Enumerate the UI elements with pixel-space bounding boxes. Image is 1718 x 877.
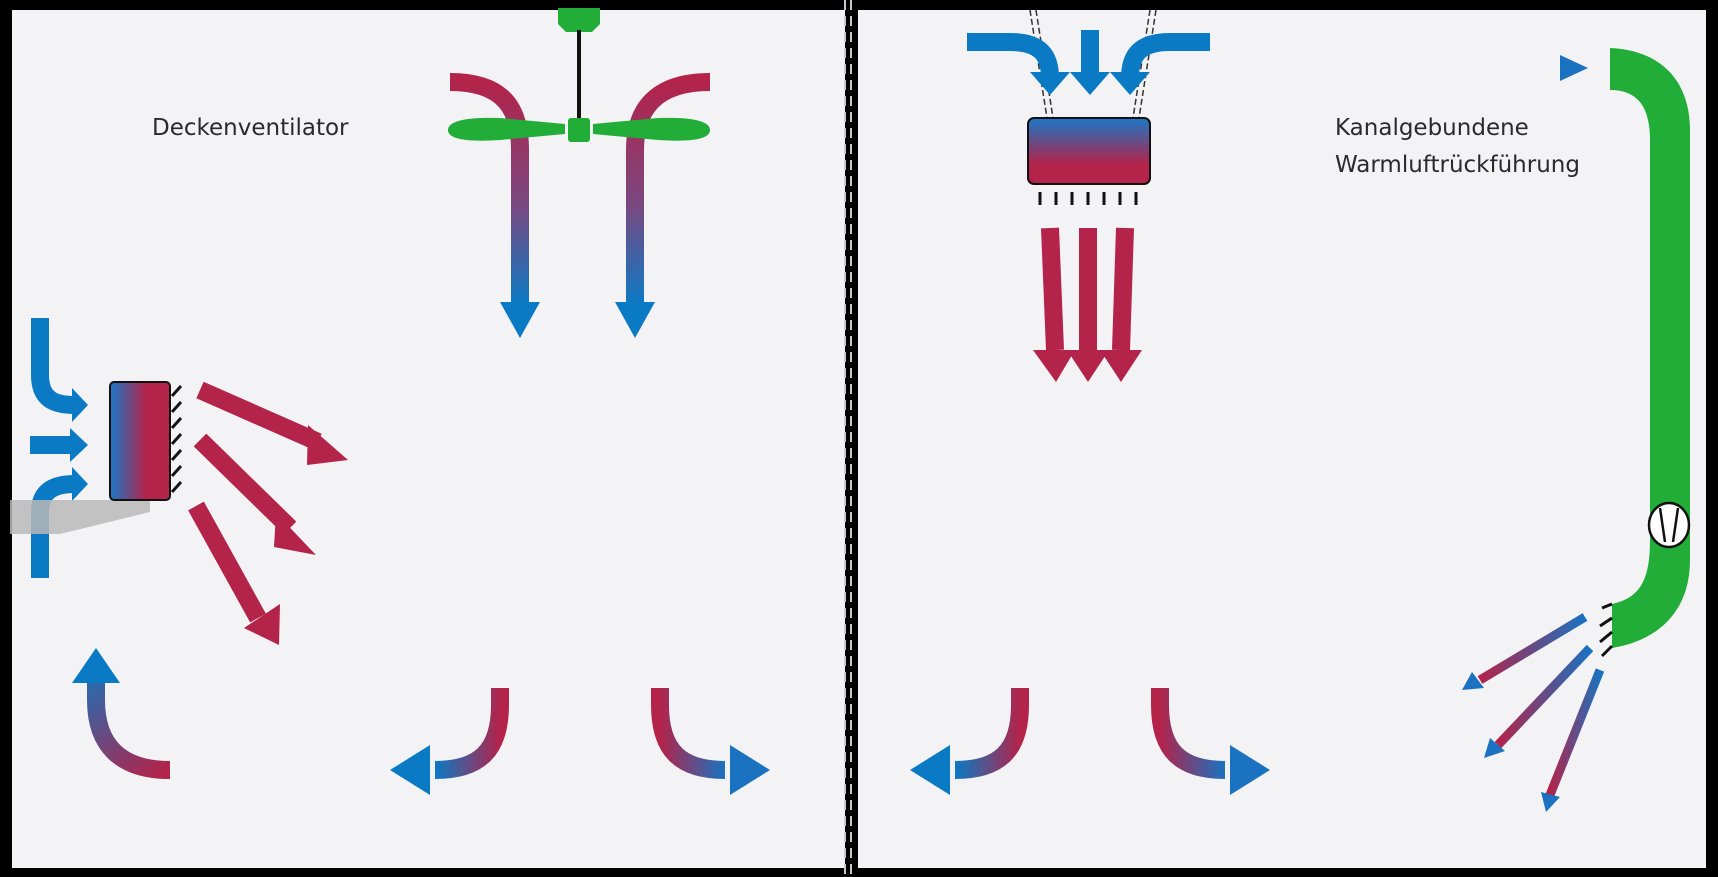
fan-air-right: [626, 73, 711, 305]
duct-outflow-2: [1494, 644, 1594, 749]
ceiling-outflow-1-head: [1033, 350, 1075, 382]
wall-heater-icon: [10, 318, 348, 645]
floor-return-left: [87, 680, 171, 779]
ceiling-inflow-left-head: [1030, 72, 1070, 95]
wall-heater-box: [109, 381, 171, 501]
duct-outflow-1: [1477, 613, 1588, 684]
floor-curl-right-head: [730, 745, 770, 795]
ceiling-outflow-3-head: [1100, 350, 1142, 382]
floor-return-left-head: [72, 648, 120, 683]
fan-air-right-head: [615, 302, 655, 338]
floor-curl-left-2: [954, 688, 1029, 779]
wall-inflow-mid-head: [70, 428, 88, 462]
floor-curl-right-2-head: [1230, 745, 1270, 795]
wall-outflow-2: [193, 433, 297, 535]
ceiling-heater-louvers: [1038, 192, 1138, 205]
ceiling-inflow-right: [1121, 33, 1210, 79]
duct-fan-icon: [1647, 501, 1691, 549]
ceiling-outflow-1: [1041, 227, 1064, 351]
wall-outflow-1-head: [307, 425, 348, 465]
wall-outflow-2-head: [274, 513, 316, 555]
duct-system-icon: [1450, 48, 1691, 812]
ceiling-outflow-2-head: [1067, 350, 1109, 382]
ceiling-heater-icon: [967, 9, 1210, 382]
fan-blade-left: [448, 117, 565, 141]
duct-body: [1610, 48, 1690, 648]
fan-air-left-head: [500, 302, 540, 338]
ceiling-heater-box: [1027, 117, 1151, 185]
floor-curl-left: [434, 688, 509, 779]
ceiling-inflow-left: [967, 33, 1059, 79]
duct-outflow-2-head: [1484, 738, 1505, 758]
wall-shelf: [10, 500, 150, 534]
right-panel: [858, 10, 1706, 868]
ceiling-inflow-right-head: [1110, 72, 1150, 95]
duct-outlet-louvers: [1599, 602, 1614, 658]
fan-mount: [558, 8, 600, 32]
wall-inflow-top: [31, 318, 76, 414]
duct-outflow-3: [1545, 668, 1605, 797]
floor-curl-left-2-head: [910, 745, 950, 795]
floor-curl-right-2: [1151, 688, 1226, 779]
fan-hub: [568, 118, 590, 142]
floor-curl-right: [651, 688, 726, 779]
wall-inflow-bottom-head: [72, 467, 88, 501]
floor-curl-left-head: [390, 745, 430, 795]
duct-outflow-3-head: [1541, 792, 1560, 812]
wall-heater-louvers: [170, 384, 183, 494]
ceiling-inflow-center-head: [1070, 72, 1110, 95]
wall-outflow-1: [196, 381, 322, 451]
wall-inflow-top-head: [72, 388, 88, 422]
duct-label-line2: Warmluftrückführung: [1335, 152, 1580, 178]
ceiling-fan-icon: [448, 8, 711, 338]
ceiling-outflow-3: [1112, 227, 1134, 351]
duct-outflow-1-head: [1462, 672, 1484, 690]
ceiling-fan-label: Deckenventilator: [152, 115, 349, 141]
duct-label-line1: Kanalgebundene: [1335, 115, 1529, 141]
duct-intake-arrow-head: [1560, 55, 1588, 81]
wall-outflow-3: [188, 501, 266, 623]
wall-outflow-3-head: [244, 604, 280, 645]
fan-air-left: [449, 73, 529, 305]
fan-blade-right: [593, 117, 710, 141]
